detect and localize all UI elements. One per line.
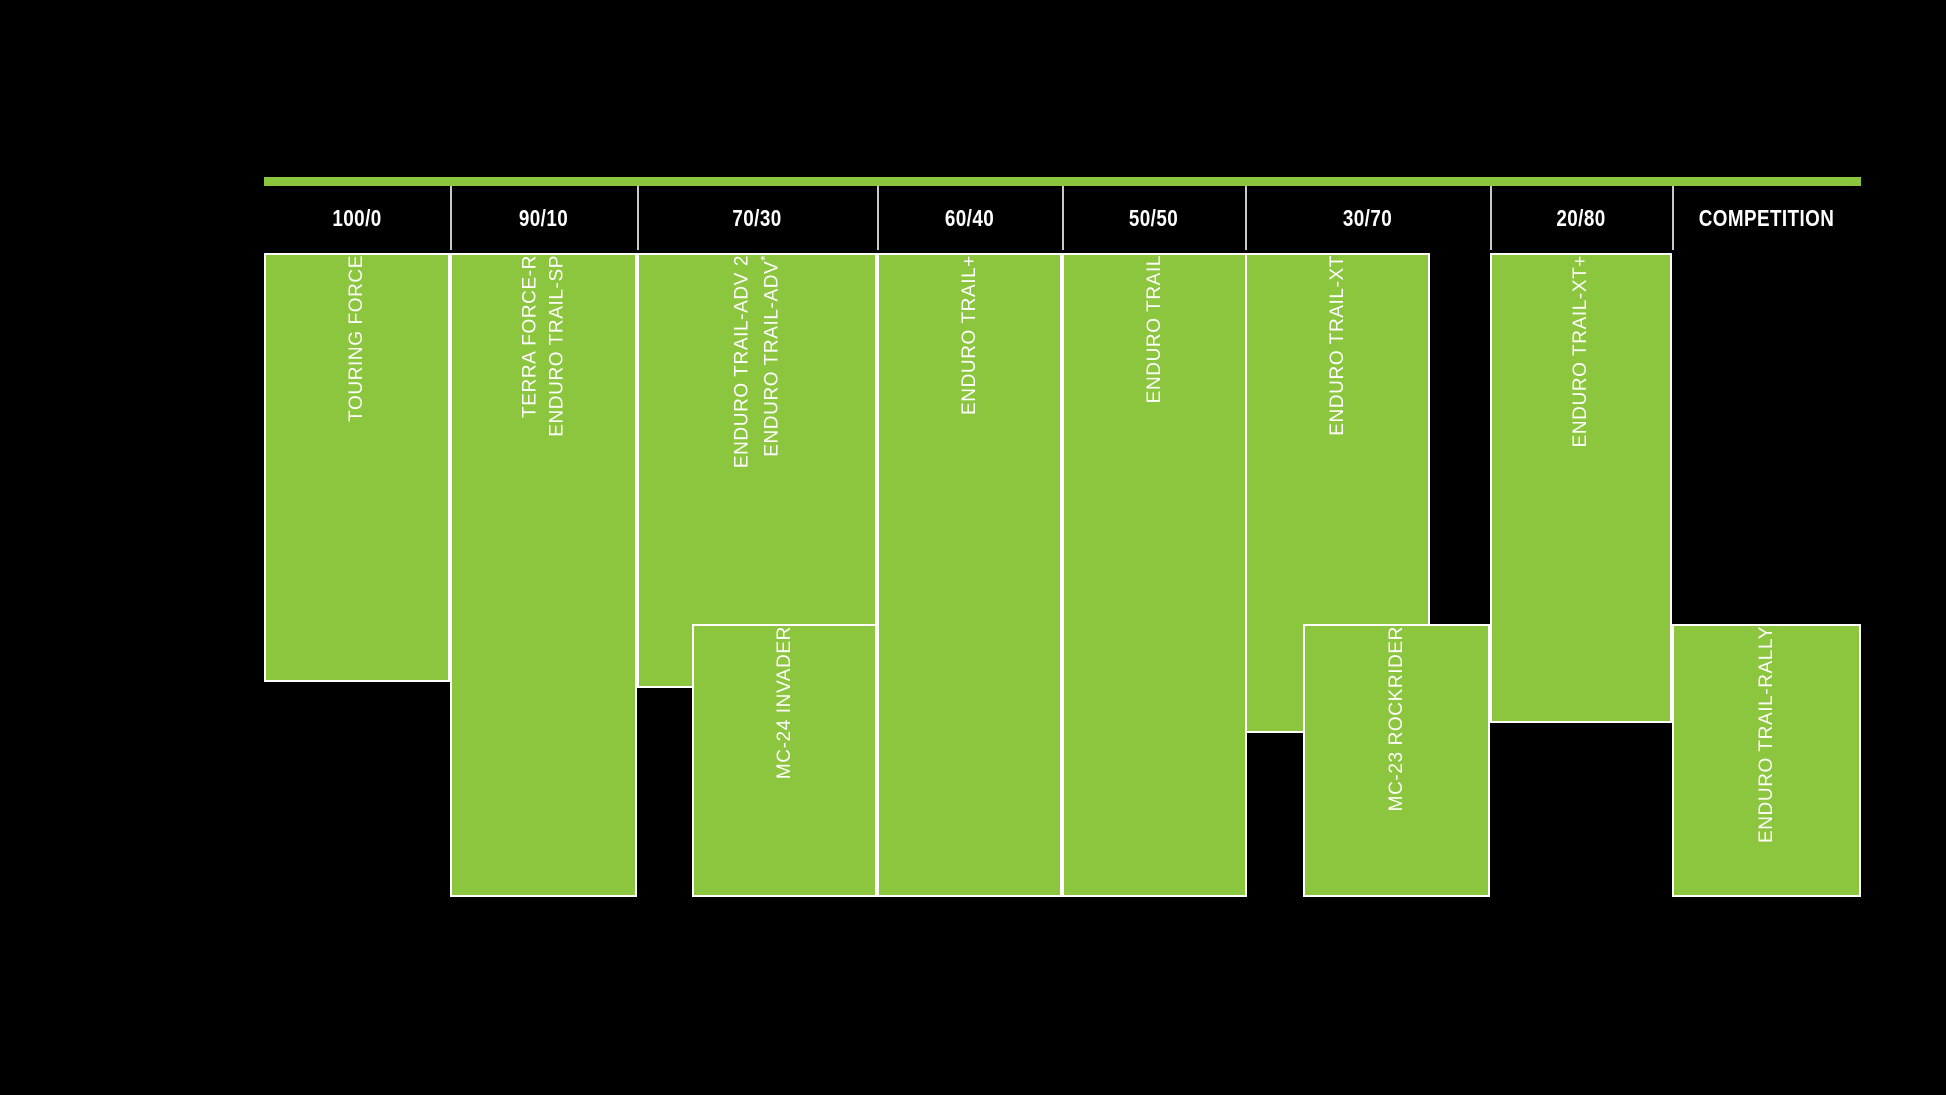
header-cell-90-10[interactable]: 90/10: [467, 186, 620, 250]
header-divider: [877, 186, 879, 250]
header-label: COMPETITION: [1698, 204, 1835, 231]
bar-label: ENDURO TRAIL-RALLY: [1755, 626, 1777, 844]
header-cell-30-70[interactable]: 30/70: [1267, 186, 1468, 250]
bar-label-group: MC-23 ROCKRIDER: [1383, 626, 1411, 895]
bar-label: ENDURO TRAIL-SP: [546, 255, 568, 437]
bar-label: ENDURO TRAIL-XT+: [1570, 255, 1592, 448]
header-label: 50/50: [1128, 204, 1179, 231]
top-accent-rule: [264, 177, 1861, 186]
bar-label: ENDURO TRAIL-XT: [1326, 255, 1348, 436]
header-divider: [637, 186, 639, 250]
bar-label-group: ENDURO TRAIL+: [956, 255, 984, 895]
bar-label-group: TOURING FORCE: [343, 255, 371, 680]
header-cell-50-50[interactable]: 50/50: [1078, 186, 1228, 250]
chart-plot-area: TOURING FORCE TERRA FORCE-R ENDURO TRAIL-S…: [264, 250, 1861, 898]
bar-label-group: ENDURO TRAIL-XT+: [1567, 255, 1595, 721]
bar-label: MC-24 INVADER: [773, 626, 795, 780]
bar-label: TOURING FORCE: [346, 255, 368, 422]
header-divider: [1245, 186, 1247, 250]
header-label: 90/10: [518, 204, 569, 231]
bar-label: ENDURO TRAIL+: [958, 255, 980, 416]
header-cell-100-0[interactable]: 100/0: [281, 186, 434, 250]
bar-enduro-trail[interactable]: ENDURO TRAIL: [1062, 253, 1247, 897]
header-cell-70-30[interactable]: 70/30: [659, 186, 856, 250]
bar-label-group: TERRA FORCE-R ENDURO TRAIL-SP: [516, 255, 571, 895]
bar-label-group: ENDURO TRAIL: [1141, 255, 1169, 895]
bar-label-group: ENDURO TRAIL-RALLY: [1753, 626, 1781, 895]
bar-label: MC-23 ROCKRIDER: [1385, 626, 1407, 812]
header-cell-20-80[interactable]: 20/80: [1506, 186, 1655, 250]
bar-terra-force-r[interactable]: TERRA FORCE-R ENDURO TRAIL-SP: [450, 253, 637, 897]
category-header-row: 100/0 90/10 70/30 60/40 50/50 30/70 20/80 COMPE…: [264, 186, 1861, 250]
bar-mc-23-rockrider[interactable]: MC-23 ROCKRIDER: [1303, 624, 1490, 897]
bar-enduro-trail-plus[interactable]: ENDURO TRAIL+: [877, 253, 1062, 897]
bar-label: TERRA FORCE-R: [518, 255, 540, 418]
bar-mc-24-invader[interactable]: MC-24 INVADER: [692, 624, 877, 897]
bar-enduro-trail-xt-plus[interactable]: ENDURO TRAIL-XT+: [1490, 253, 1672, 723]
header-divider: [1490, 186, 1492, 250]
header-label: 70/30: [732, 204, 782, 231]
bar-label: ENDURO TRAIL-ADV*: [756, 255, 783, 457]
header-label: 20/80: [1556, 204, 1606, 231]
bar-label: ENDURO TRAIL-ADV 2: [731, 255, 753, 469]
header-divider: [1672, 186, 1674, 250]
bar-touring-force[interactable]: TOURING FORCE: [264, 253, 450, 682]
header-divider: [1062, 186, 1064, 250]
header-cell-60-40[interactable]: 60/40: [894, 186, 1046, 250]
header-label: 60/40: [944, 204, 995, 231]
header-divider: [450, 186, 452, 250]
bar-enduro-trail-rally[interactable]: ENDURO TRAIL-RALLY: [1672, 624, 1861, 897]
header-label: 100/0: [332, 204, 382, 231]
header-label: 30/70: [1342, 204, 1393, 231]
footnote-asterisk: *: [756, 255, 772, 261]
header-cell-competition[interactable]: COMPETITION: [1689, 186, 1844, 250]
bar-label-group: MC-24 INVADER: [771, 626, 799, 895]
bar-label: ENDURO TRAIL: [1143, 255, 1165, 404]
